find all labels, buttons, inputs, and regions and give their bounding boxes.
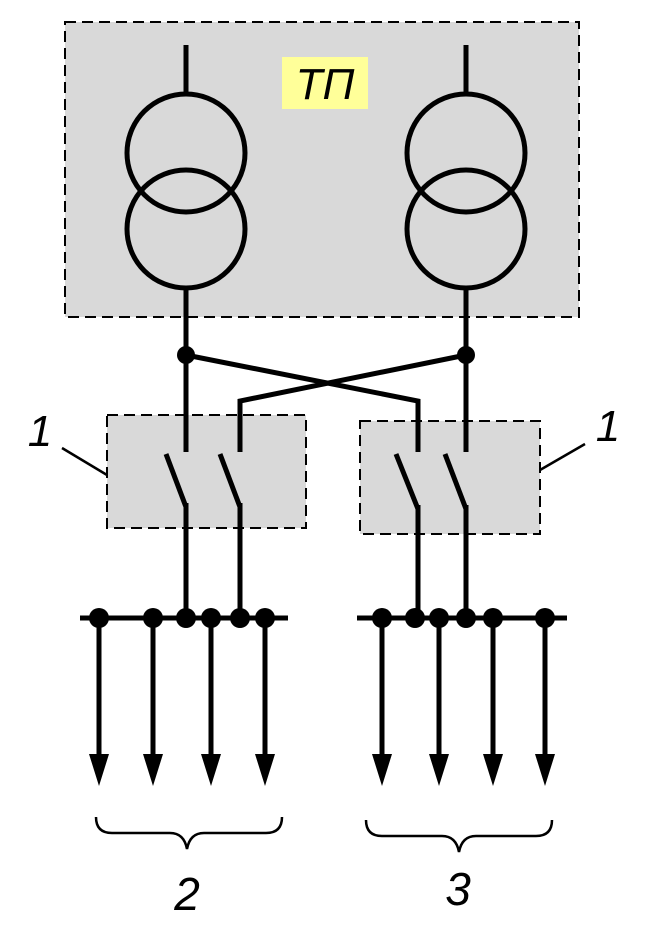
group-label-right: 3	[445, 863, 471, 915]
outgoing-feeders-left	[89, 618, 275, 786]
leader-line-right	[539, 442, 586, 472]
switch-box-left	[106, 414, 307, 529]
leader-line-left	[61, 446, 108, 477]
transformer-left	[124, 45, 248, 355]
substation-label: ТП	[296, 60, 355, 109]
switch-contacts-left	[163, 415, 243, 618]
brace-right	[364, 819, 554, 853]
switch-contacts-right	[393, 421, 469, 618]
busbar-nodes-left	[89, 608, 275, 628]
switch-label-right: 1	[596, 402, 620, 451]
outgoing-feeders-right	[372, 618, 555, 786]
group-label-left: 2	[173, 868, 200, 920]
substation-label-badge	[282, 57, 368, 109]
brace-left	[94, 816, 284, 850]
transformer-right	[404, 45, 528, 355]
switch-label-left: 1	[28, 407, 52, 456]
busbar-nodes-right	[372, 608, 555, 628]
switch-box-right	[359, 420, 541, 535]
